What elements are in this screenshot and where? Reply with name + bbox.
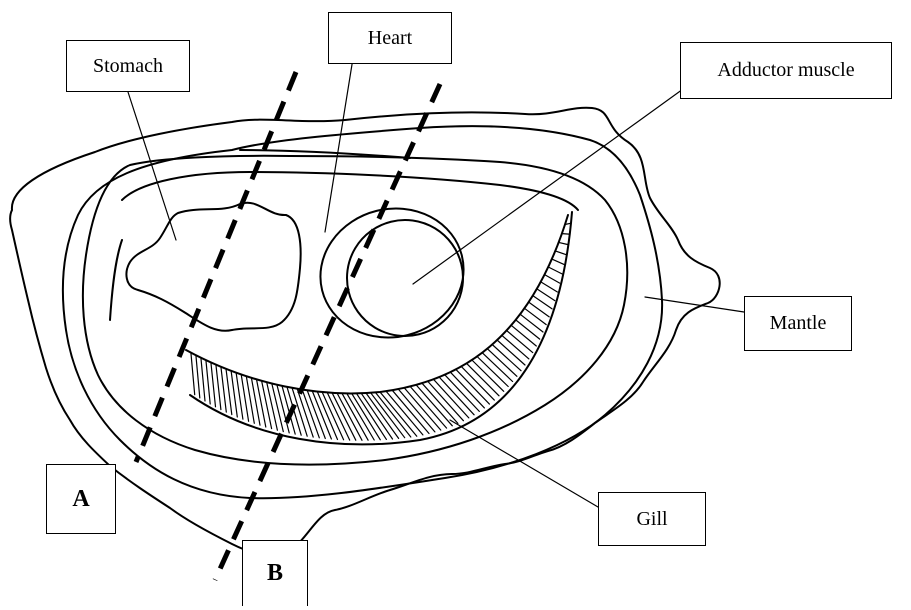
gill-filament [312,391,331,439]
gill-filaments [191,223,571,440]
section-line-b [215,84,440,580]
label-gill: Gill [598,492,706,546]
gill-filament [332,393,356,440]
gill-filament [507,331,533,353]
gill-filament [262,381,272,429]
heart-organ [307,193,478,352]
label-heart: Heart [328,12,452,64]
gill-filament [251,378,260,425]
gill-filament [211,362,216,406]
gill-filament [461,367,494,401]
mantle-outline [83,156,627,465]
gill-filament [548,267,562,274]
gill-filament [555,251,566,255]
gill-outer [186,215,568,393]
label-section-a: A [46,464,116,534]
leader-adductor [413,84,690,284]
gill-filament [191,353,195,395]
gill-filament [477,357,508,387]
label-adductor-muscle: Adductor muscle [680,42,892,99]
gill-filament [327,393,350,441]
leader-stomach [128,92,176,240]
gill-filament [472,360,504,391]
leader-gill [450,420,598,507]
gill-filament [537,289,555,301]
gill-filament [422,383,458,423]
gill-filament [404,388,441,430]
gill-filament [226,369,232,415]
gill-filament [416,385,452,426]
gill-filament [428,381,464,420]
gill-filament [456,369,490,404]
gill-filament [206,360,210,404]
gill-filament [525,308,547,324]
gill-filament [216,365,221,410]
gill-filament [272,384,284,432]
adductor-muscle-organ [335,208,476,349]
gill-filament [307,390,325,438]
gill-filament [410,387,446,429]
gill-filament [434,379,469,418]
label-mantle: Mantle [744,296,852,351]
gill-filament [516,320,540,339]
label-section-b: B [242,540,308,606]
gill-filament [392,390,429,433]
gill-filament [545,275,560,284]
gill-filament [562,234,569,235]
gill-filament [277,385,289,433]
gill-filament [520,314,543,332]
gill-filament [196,355,200,398]
gill-filament [221,367,226,412]
label-stomach: Stomach [66,40,190,92]
gill-filament [257,379,266,427]
gill-filament [541,282,558,292]
inner-shell-line [63,126,662,498]
gill-filament [511,325,536,346]
leader-heart [325,52,354,232]
gill-filament [482,353,512,382]
gill-filament [559,242,568,244]
gill-filament [267,382,278,430]
gill-filament [467,363,499,395]
gill-filament [201,358,205,401]
gill-filament [398,389,435,432]
gill-filament [552,259,564,264]
